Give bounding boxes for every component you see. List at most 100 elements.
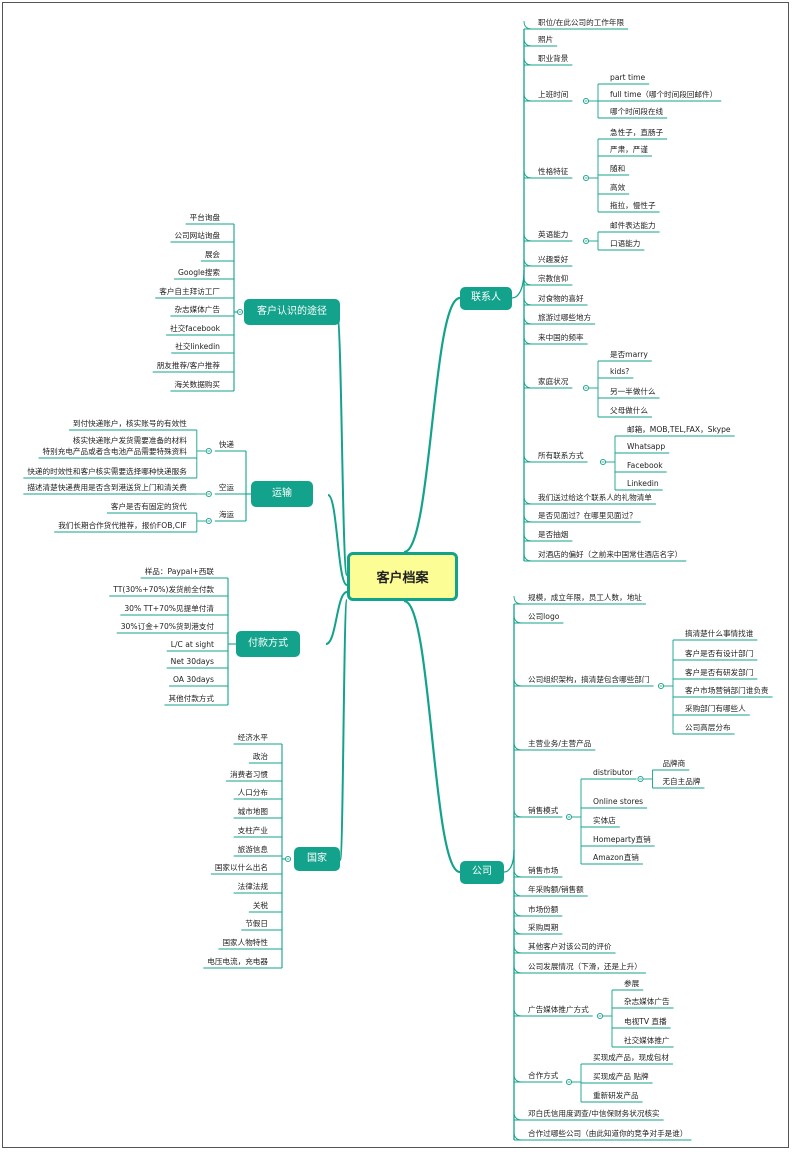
- contact-subitem[interactable]: 急性子，直肠子: [610, 127, 664, 137]
- payment-item[interactable]: 其他付款方式: [168, 693, 214, 703]
- company-item[interactable]: 销售市场: [528, 865, 559, 875]
- shipping-mode[interactable]: 空运: [218, 482, 234, 492]
- contact-subitem[interactable]: Whatsapp: [627, 441, 666, 451]
- branch-channel[interactable]: 客户认识的途径: [244, 299, 340, 325]
- contact-subitem[interactable]: 严肃，严谨: [610, 144, 648, 154]
- channel-item[interactable]: 展会: [204, 249, 220, 259]
- company-item[interactable]: 公司logo: [528, 611, 560, 621]
- channel-item[interactable]: 平台询盘: [189, 212, 220, 222]
- payment-item[interactable]: Net 30days: [170, 656, 214, 666]
- company-item[interactable]: 采购周期: [528, 922, 559, 932]
- contact-subitem[interactable]: 邮件表达能力: [610, 220, 656, 230]
- contact-item[interactable]: 性格特征: [538, 166, 569, 176]
- contact-item[interactable]: 对酒店的偏好（之前来中国常住酒店名字）: [538, 549, 683, 559]
- company-subitem[interactable]: 实体店: [593, 815, 616, 825]
- contact-item[interactable]: 来中国的频率: [538, 332, 584, 342]
- company-subitem[interactable]: 买现成产品 贴牌: [593, 1071, 649, 1081]
- channel-item[interactable]: Google搜索: [178, 267, 220, 277]
- shipping-mode[interactable]: 快递: [218, 439, 234, 449]
- country-item[interactable]: 电压电流，充电器: [207, 956, 268, 966]
- contact-subitem[interactable]: 另一半做什么: [610, 386, 656, 396]
- company-subitem[interactable]: Homeparty直销: [593, 834, 651, 844]
- company-item[interactable]: 公司组织架构，搞清楚包含哪些部门: [528, 674, 650, 684]
- contact-item[interactable]: 我们送过给这个联系人的礼物清单: [538, 492, 652, 502]
- central-topic[interactable]: 客户档案: [347, 552, 458, 601]
- contact-subitem[interactable]: 随和: [610, 163, 626, 173]
- country-item[interactable]: 节假日: [245, 918, 268, 928]
- company-subitem[interactable]: 买现成产品，现成包材: [593, 1052, 669, 1062]
- contact-item[interactable]: 对食物的喜好: [538, 293, 584, 303]
- shipping-detail[interactable]: 核实快递账户发货需要准备的材料 特别充电产品或者含电池产品需要特殊资料: [42, 436, 187, 456]
- country-item[interactable]: 城市地图: [237, 806, 268, 816]
- contact-subitem[interactable]: part time: [610, 72, 646, 82]
- branch-company[interactable]: 公司: [460, 860, 504, 884]
- contact-item[interactable]: 所有联系方式: [538, 450, 584, 460]
- channel-item[interactable]: 公司网站询盘: [174, 230, 220, 240]
- branch-shipping[interactable]: 运输: [251, 481, 313, 507]
- company-subitem[interactable]: 客户是否有研发部门: [685, 667, 754, 677]
- company-subitem[interactable]: 杂志媒体广告: [624, 996, 670, 1006]
- payment-item[interactable]: 样品：Paypal+西联: [144, 566, 214, 576]
- shipping-detail[interactable]: 快递的时效性和客户核实需要选择哪种快递服务: [27, 466, 187, 476]
- branch-contact[interactable]: 联系人: [460, 286, 512, 310]
- channel-item[interactable]: 客户自主拜访工厂: [159, 286, 220, 296]
- company-subitem[interactable]: Amazon直销: [593, 852, 639, 862]
- country-item[interactable]: 国家以什么出名: [214, 862, 268, 872]
- contact-subitem[interactable]: 是否marry: [610, 349, 648, 359]
- country-item[interactable]: 法律法规: [237, 881, 268, 891]
- payment-item[interactable]: 30% TT+70%见提单付清: [124, 603, 214, 613]
- company-subitem[interactable]: 客户是否有设计部门: [685, 648, 754, 658]
- channel-item[interactable]: 海关数据购买: [174, 379, 220, 389]
- contact-subitem[interactable]: kids?: [610, 366, 630, 376]
- company-subitem[interactable]: 社交媒体推广: [624, 1035, 670, 1045]
- contact-item[interactable]: 兴趣爱好: [538, 254, 569, 264]
- channel-item[interactable]: 社交linkedin: [175, 341, 220, 351]
- company-subitem[interactable]: 客户市场营销部门谁负责: [685, 685, 769, 695]
- country-item[interactable]: 经济水平: [237, 732, 268, 742]
- company-item[interactable]: 合作方式: [528, 1070, 559, 1080]
- company-subitem[interactable]: 采购部门有哪些人: [685, 703, 746, 713]
- contact-item[interactable]: 宗教信仰: [538, 273, 569, 283]
- shipping-detail[interactable]: 我们长期合作货代推荐，报价FOB,CIF: [58, 520, 187, 530]
- company-item[interactable]: 年采购额/销售额: [528, 884, 584, 894]
- contact-item[interactable]: 上班时间: [538, 89, 569, 99]
- channel-item[interactable]: 杂志媒体广告: [174, 304, 220, 314]
- company-subitem[interactable]: 公司高层分布: [685, 722, 731, 732]
- country-item[interactable]: 支柱产业: [237, 825, 268, 835]
- company-subitem[interactable]: distributor: [593, 767, 633, 777]
- company-item[interactable]: 规模，成立年限，员工人数，地址: [528, 592, 642, 602]
- country-item[interactable]: 消费者习惯: [230, 769, 268, 779]
- company-item[interactable]: 销售模式: [528, 805, 559, 815]
- shipping-detail[interactable]: 到付快递账户，核实账号的有效性: [72, 418, 187, 428]
- payment-item[interactable]: L/C at sight: [170, 639, 214, 649]
- distributor-subitem[interactable]: 无自主品牌: [662, 776, 701, 786]
- shipping-detail[interactable]: 客户是否有固定的货代: [110, 501, 187, 511]
- country-item[interactable]: 政治: [252, 751, 268, 761]
- contact-subitem[interactable]: 高效: [610, 182, 626, 192]
- contact-item[interactable]: 照片: [538, 34, 554, 44]
- contact-subitem[interactable]: 父母做什么: [610, 405, 648, 415]
- country-item[interactable]: 关税: [252, 900, 268, 910]
- payment-item[interactable]: 30%订金+70%货到港支付: [120, 621, 214, 631]
- payment-item[interactable]: TT(30%+70%)发货前全付款: [113, 584, 214, 594]
- channel-item[interactable]: 朋友推荐/客户推荐: [156, 360, 220, 370]
- contact-item[interactable]: 家庭状况: [538, 376, 569, 386]
- contact-subitem[interactable]: 哪个时间段在线: [610, 106, 664, 116]
- contact-subitem[interactable]: 拖拉，慢性子: [610, 200, 656, 210]
- company-item[interactable]: 市场份额: [528, 904, 559, 914]
- contact-item[interactable]: 职业背景: [538, 53, 569, 63]
- company-subitem[interactable]: 电视TV 直播: [624, 1016, 667, 1026]
- company-item[interactable]: 主营业务/主营产品: [528, 738, 592, 748]
- contact-subitem[interactable]: Linkedin: [627, 478, 659, 488]
- contact-subitem[interactable]: full time（哪个时间段回邮件）: [610, 89, 718, 99]
- payment-item[interactable]: OA 30days: [172, 674, 214, 684]
- distributor-subitem[interactable]: 品牌商: [662, 758, 686, 768]
- shipping-detail[interactable]: 描述清楚快递费用是否含到港送货上门和清关费: [27, 482, 187, 492]
- company-subitem[interactable]: Online stores: [593, 796, 644, 806]
- company-subitem[interactable]: 搞清楚什么事情找谁: [685, 628, 754, 638]
- country-item[interactable]: 国家人物特性: [222, 937, 268, 947]
- company-item[interactable]: 其他客户对该公司的评价: [528, 941, 612, 951]
- branch-country[interactable]: 国家: [294, 847, 340, 871]
- contact-item[interactable]: 是否见面过？在哪里见面过？: [538, 510, 637, 520]
- company-item[interactable]: 合作过哪些公司（由此知道你的竞争对手是谁）: [528, 1128, 688, 1138]
